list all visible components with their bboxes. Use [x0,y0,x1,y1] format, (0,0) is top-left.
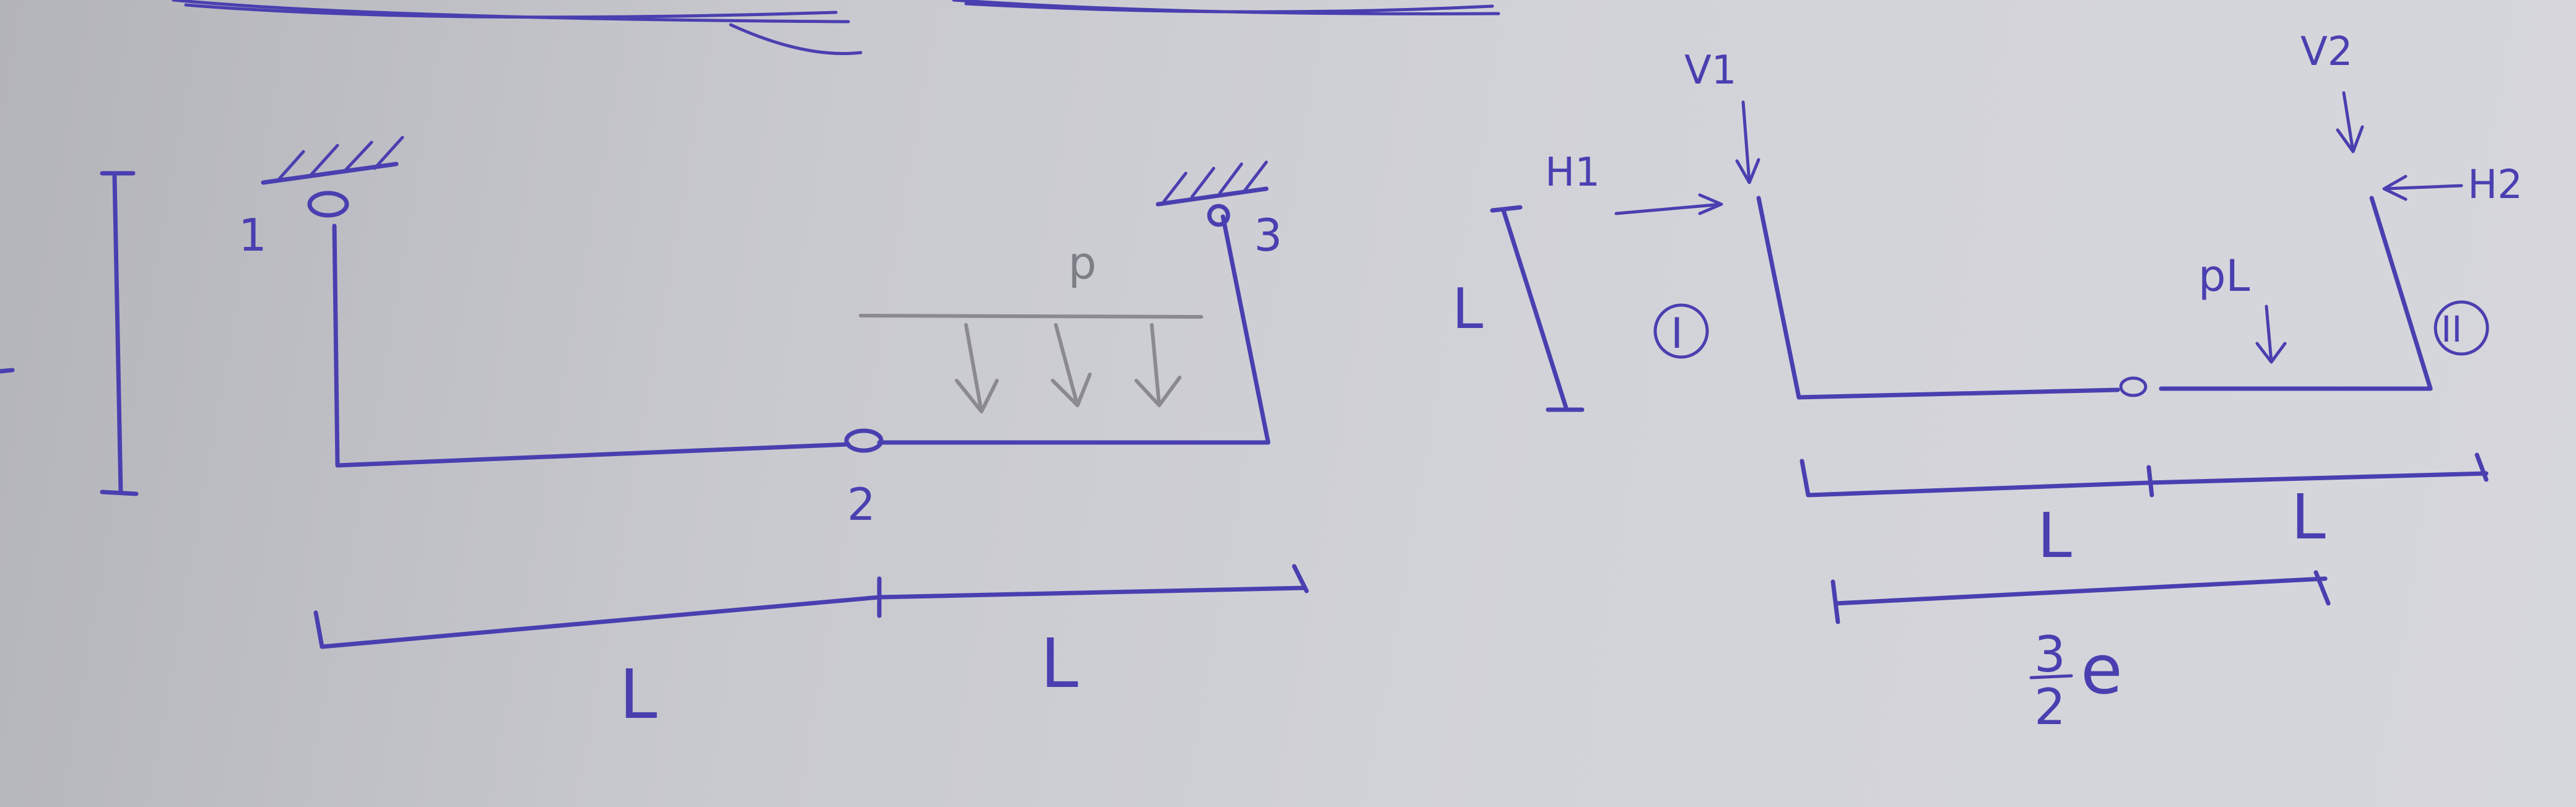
reaction-v1-label: V1 [1684,48,1737,93]
right-hinge [2119,376,2147,397]
node-label-3: 3 [1254,209,1282,261]
point-load-label: pL [2198,251,2250,301]
fraction-bar [2029,674,2073,680]
height-dimension [0,171,139,496]
left-span-label-1: L [619,655,657,734]
left-figure: 1 2 3 p L L [0,136,1309,734]
support-1 [261,136,404,218]
right-span-label-1: L [2037,499,2072,572]
reaction-h2-arrow [2382,175,2463,201]
right-height-dimension [1490,205,1585,412]
support-3 [1155,160,1269,227]
load-label-p: p [1068,237,1097,289]
part-ii-marker [2434,300,2489,356]
reaction-v1-arrow [1735,100,1760,184]
distributed-load [859,314,1203,413]
reaction-h1-label: H1 [1545,150,1600,196]
reaction-v2-arrow [2336,91,2364,153]
reaction-h2-label: H2 [2468,162,2523,208]
right-span-dimension [1799,452,2489,498]
reaction-v2-label: V2 [2300,29,2353,75]
part-i-label: I [1671,309,1683,358]
part-i-marker [1653,303,1709,359]
right-partial-dimension [1830,570,2331,624]
hinge-2 [844,428,884,453]
fraction-denominator: 2 [2034,678,2066,736]
part-ii-label: II [2441,308,2462,350]
node-label-2: 2 [847,478,876,530]
node-label-1: 1 [238,209,267,261]
right-figure: L H1 V1 I pL V2 H2 II L L 3 2 e [1452,29,2523,736]
fraction-suffix: e [2081,630,2123,709]
reaction-h1-arrow [1614,193,1723,215]
point-load-arrow [2255,304,2287,364]
right-height-label: L [1452,277,1483,342]
left-span-dimension [313,564,1309,649]
top-scribble [172,0,1500,56]
right-span-label-2: L [2291,481,2326,553]
left-span-label-2: L [1040,624,1078,703]
fraction-numerator: 3 [2034,626,2066,683]
left-frame [332,214,1271,468]
right-frame [1756,196,2433,400]
